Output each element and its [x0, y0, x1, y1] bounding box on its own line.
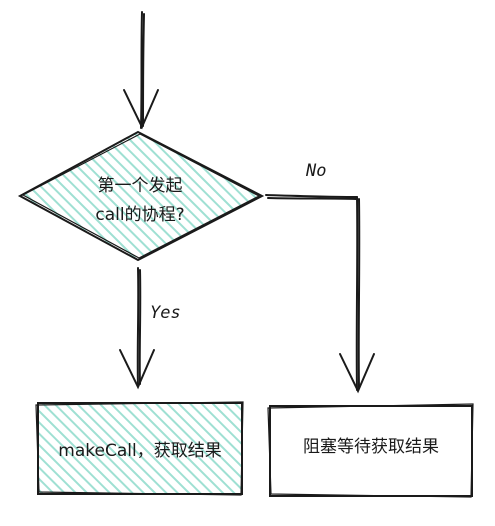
left-result-box: makeCall，获取结果	[35, 401, 244, 496]
right-box-text: 阻塞等待获取结果	[303, 437, 439, 457]
right-result-box: 阻塞等待获取结果	[267, 403, 474, 498]
top-arrow	[123, 11, 159, 130]
no-label: No	[305, 161, 326, 181]
yes-arrow	[119, 267, 155, 390]
left-box-text: makeCall，获取结果	[58, 441, 221, 461]
decision-text-line2: call的协程?	[95, 205, 184, 225]
decision-text-line1: 第一个发起	[98, 176, 183, 196]
decision-diamond: 第一个发起 call的协程?	[17, 130, 265, 262]
no-arrow	[265, 194, 375, 394]
yes-label: Yes	[150, 303, 181, 323]
